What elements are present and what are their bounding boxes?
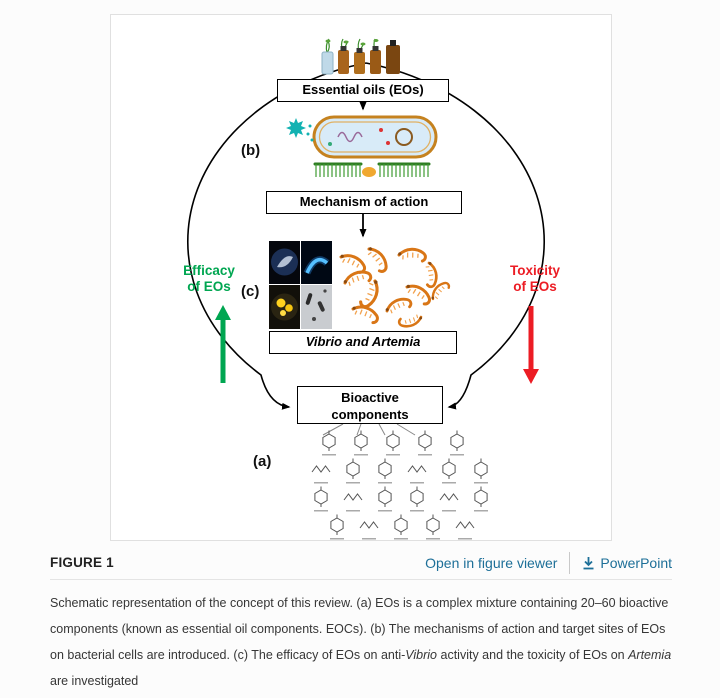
figure-links: Open in figure viewer PowerPoint bbox=[425, 551, 672, 574]
download-icon bbox=[583, 556, 594, 569]
chemical-structures-image bbox=[299, 427, 493, 540]
toxicity-label-line2: of EOs bbox=[513, 279, 557, 294]
figure-caption: Schematic representation of the concept … bbox=[50, 590, 674, 694]
efficacy-label: Efficacy of EOs bbox=[167, 263, 251, 295]
vibrio-artemia-box-label: Vibrio and Artemia bbox=[305, 334, 421, 349]
essential-oils-box-label: Essential oils (EOs) bbox=[302, 82, 424, 97]
toxicity-label-line1: Toxicity bbox=[509, 263, 560, 278]
efficacy-label-line1: Efficacy bbox=[183, 263, 235, 278]
label-c: (c) bbox=[241, 283, 260, 300]
efficacy-label-line2: of EOs bbox=[187, 279, 231, 294]
label-b: (b) bbox=[241, 142, 261, 159]
essential-oil-bottles-image bbox=[319, 37, 403, 75]
powerpoint-link[interactable]: PowerPoint bbox=[582, 555, 672, 571]
powerpoint-label: PowerPoint bbox=[600, 554, 672, 571]
bioactive-box-line1: Bioactive bbox=[341, 390, 399, 405]
vibrio-plates-and-artemia-image bbox=[269, 241, 459, 332]
mechanism-of-action-box: Mechanism of action bbox=[266, 191, 462, 214]
caption-italic-vibrio: Vibrio bbox=[405, 648, 438, 662]
toxicity-label: Toxicity of EOs bbox=[493, 263, 577, 295]
bioactive-components-box: Bioactive components bbox=[297, 386, 443, 424]
label-a: (a) bbox=[253, 453, 272, 470]
figure-caption-bar: FIGURE 1 Open in figure viewer PowerPoin… bbox=[50, 546, 672, 580]
link-divider bbox=[569, 551, 571, 574]
mechanism-of-action-box-label: Mechanism of action bbox=[299, 194, 429, 209]
bacterial-cell-mechanism-image bbox=[286, 112, 449, 190]
open-figure-viewer-label: Open in figure viewer bbox=[425, 554, 558, 571]
open-figure-viewer-link[interactable]: Open in figure viewer bbox=[425, 555, 557, 571]
figure-number: FIGURE 1 bbox=[50, 555, 114, 570]
caption-text-2: activity and the toxicity of EOs on bbox=[437, 648, 629, 662]
essential-oils-box: Essential oils (EOs) bbox=[277, 79, 449, 102]
caption-text-3: are investigated bbox=[50, 674, 139, 688]
caption-italic-artemia: Artemia bbox=[628, 648, 672, 662]
vibrio-artemia-box: Vibrio and Artemia bbox=[269, 331, 457, 354]
caption-text-1: Schematic representation of the concept … bbox=[50, 596, 669, 662]
bioactive-fan-lines bbox=[322, 423, 416, 436]
figure-image[interactable]: Essential oils (EOs) (b) bbox=[110, 14, 612, 541]
bioactive-box-line2: components bbox=[331, 407, 409, 422]
